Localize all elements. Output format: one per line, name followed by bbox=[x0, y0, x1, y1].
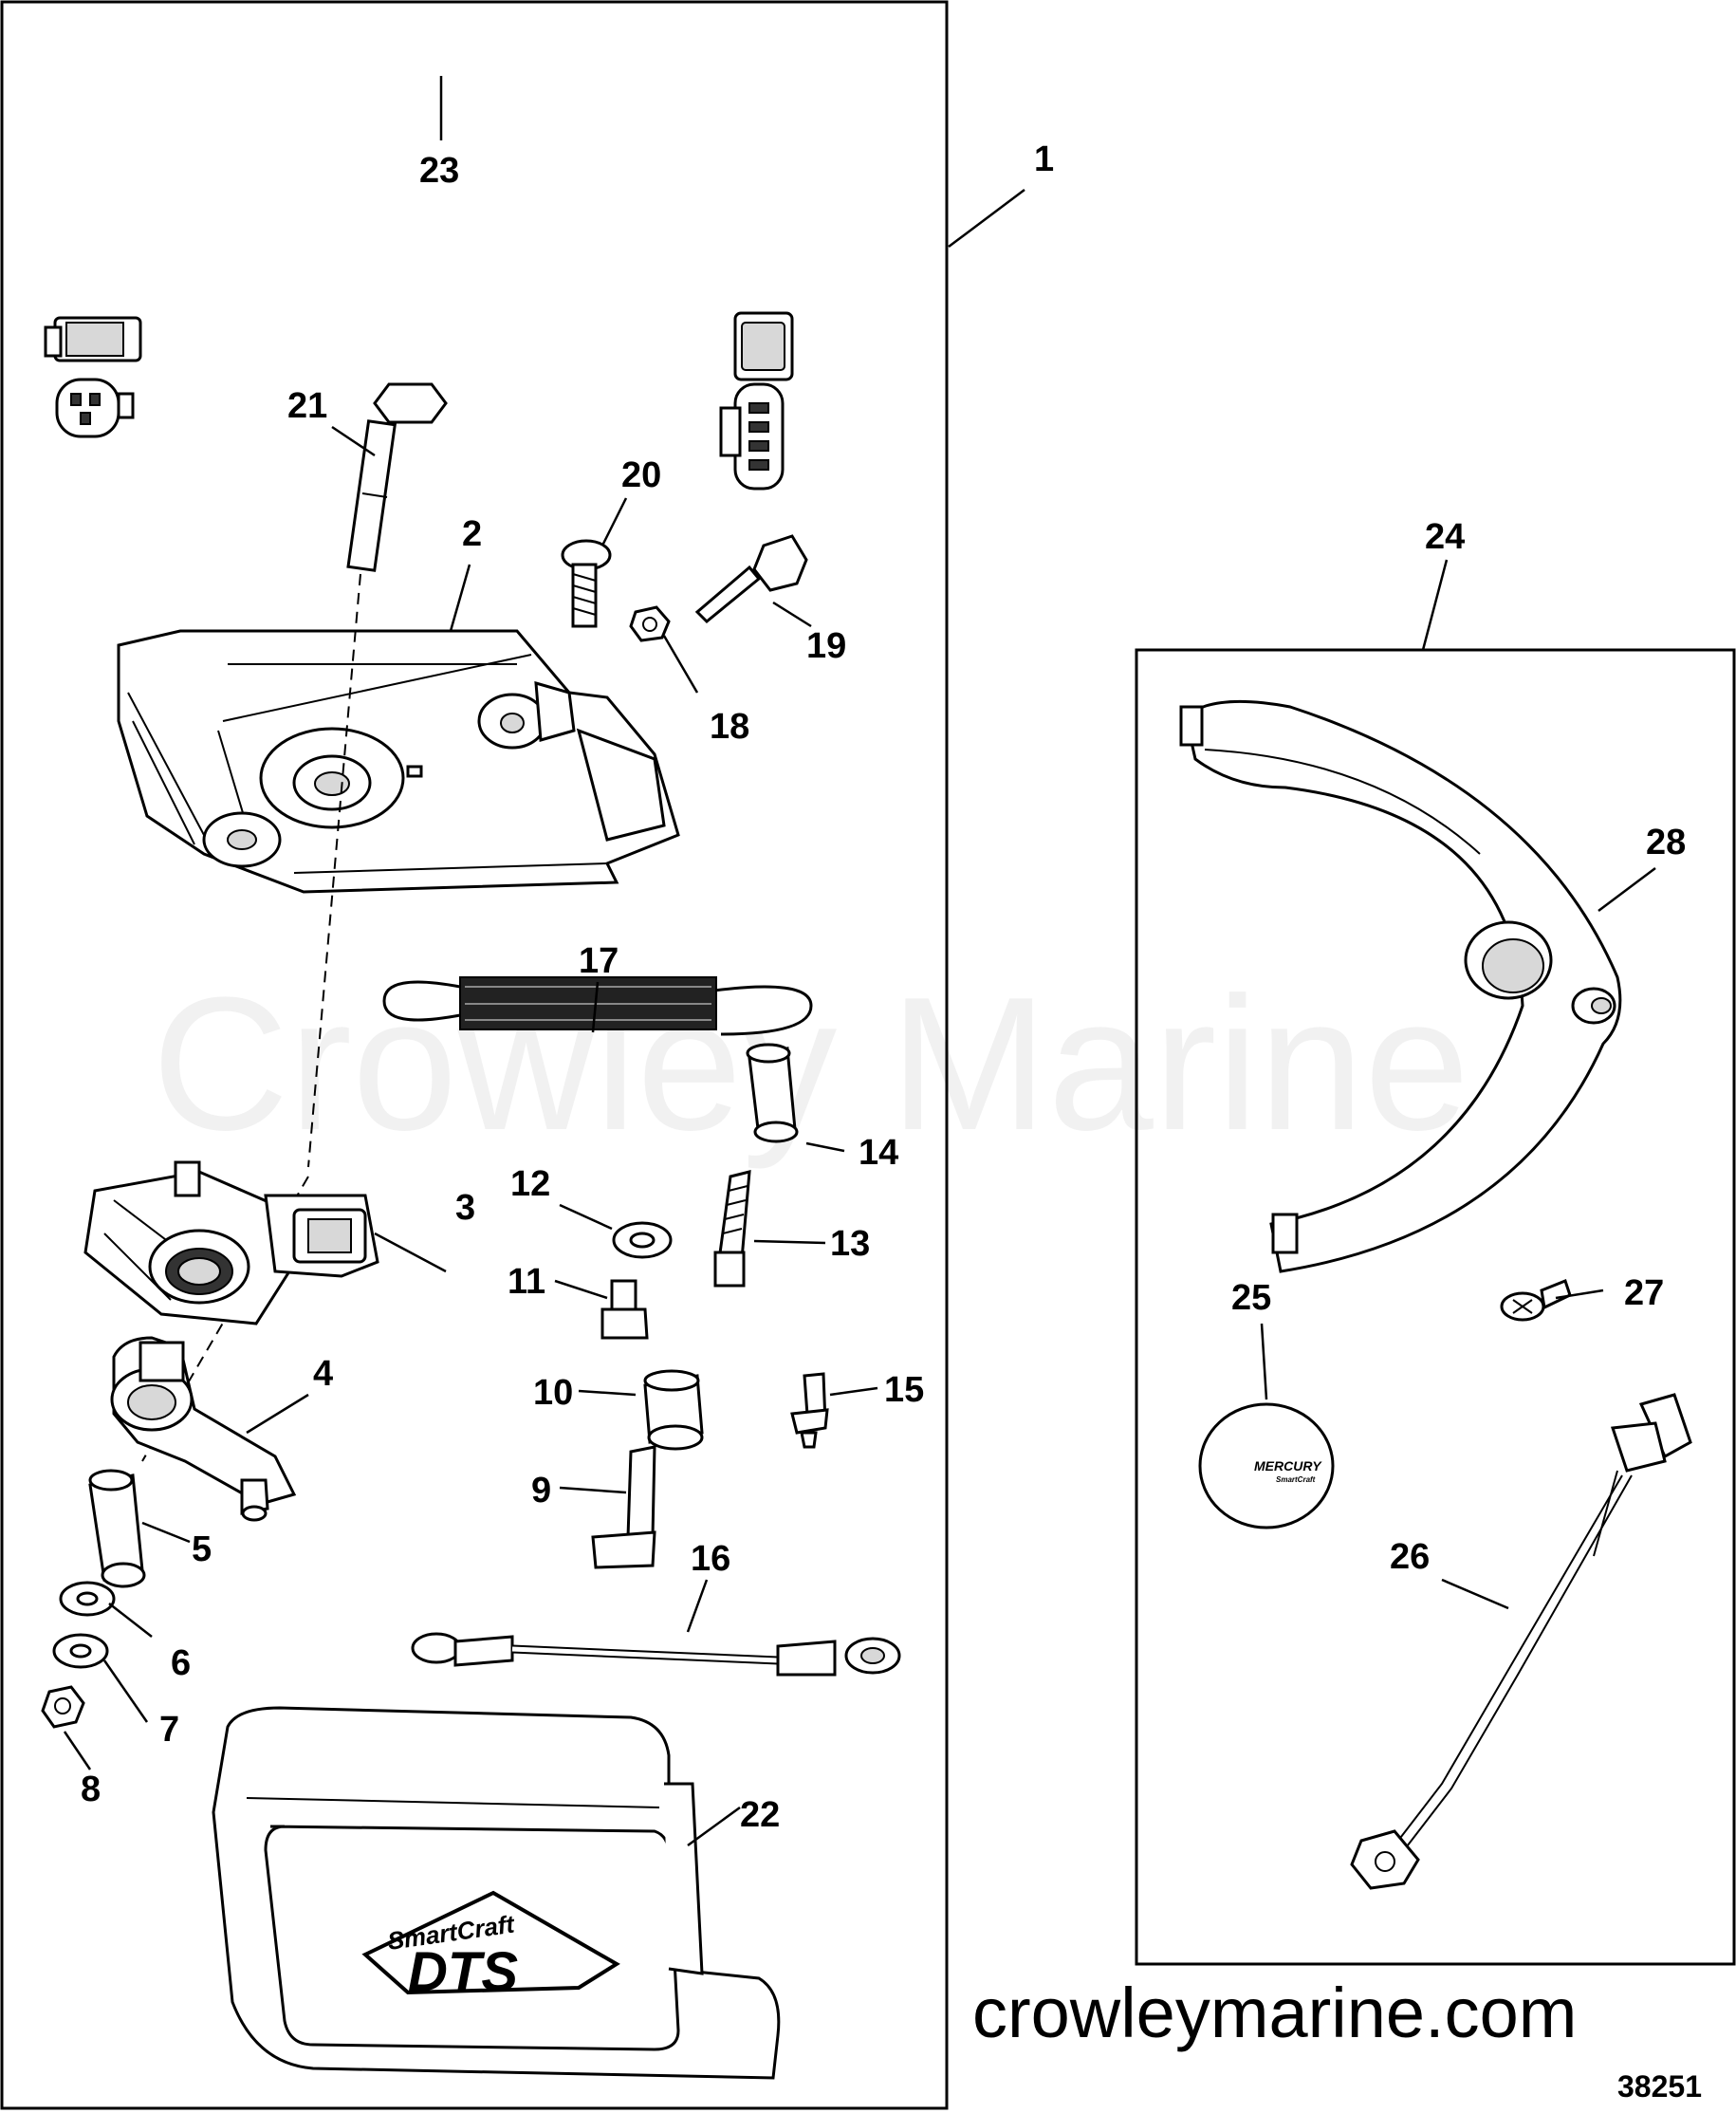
dts-logo: SmartCraft DTS bbox=[361, 1890, 620, 2003]
part-8-nut bbox=[41, 1685, 85, 1729]
callout-18: 18 bbox=[710, 707, 749, 747]
part-18-nut bbox=[629, 605, 671, 642]
dts-logo-text: DTS bbox=[408, 1941, 518, 2003]
callout-16: 16 bbox=[691, 1539, 730, 1579]
part-9-bolt bbox=[591, 1445, 656, 1569]
part-10-spacer bbox=[643, 1369, 704, 1451]
assembly-frame-1 bbox=[0, 0, 949, 2110]
callout-24: 24 bbox=[1425, 517, 1465, 557]
callout-5: 5 bbox=[192, 1529, 212, 1569]
callout-28: 28 bbox=[1646, 823, 1686, 862]
part-21-bolt bbox=[346, 382, 448, 572]
callout-14: 14 bbox=[859, 1133, 898, 1173]
callout-1: 1 bbox=[1034, 139, 1054, 179]
callout-10: 10 bbox=[533, 1373, 573, 1413]
part-20-screw bbox=[561, 539, 612, 628]
part-19-bolt bbox=[694, 534, 808, 624]
mercury-brand-text: MERCURY bbox=[1254, 1458, 1322, 1474]
part-26-sensor-harness bbox=[1350, 1393, 1692, 1890]
callout-19: 19 bbox=[806, 626, 846, 666]
part-28-handle-cover bbox=[1179, 699, 1622, 1273]
part-17-spring bbox=[382, 976, 813, 1036]
callout-labels: 1 2 3 4 5 6 7 8 9 10 11 12 13 14 15 16 1… bbox=[81, 139, 1686, 1835]
part-2-mounting-plate bbox=[117, 629, 680, 894]
part-27-screw bbox=[1500, 1279, 1572, 1322]
part-16-cable bbox=[411, 1632, 901, 1677]
part-14-bushing bbox=[746, 1043, 799, 1143]
callout-9: 9 bbox=[531, 1471, 551, 1511]
part-11-bolt bbox=[600, 1279, 649, 1340]
callout-17: 17 bbox=[579, 941, 619, 981]
callout-4: 4 bbox=[313, 1354, 333, 1394]
figure-number: 38251 bbox=[1617, 2069, 1702, 2104]
part-22-dts-cover: SmartCraft DTS bbox=[212, 1706, 781, 2080]
part-13-stud bbox=[713, 1170, 751, 1288]
callout-27: 27 bbox=[1624, 1273, 1664, 1313]
site-url: crowleymarine.com bbox=[972, 1974, 1577, 2052]
callout-6: 6 bbox=[171, 1643, 191, 1683]
callout-3: 3 bbox=[455, 1188, 475, 1228]
mercury-sub-text: SmartCraft bbox=[1276, 1475, 1316, 1484]
callout-7: 7 bbox=[159, 1710, 179, 1750]
part-4-lever-arm bbox=[110, 1336, 297, 1522]
callout-20: 20 bbox=[621, 455, 661, 495]
callout-25: 25 bbox=[1231, 1278, 1271, 1318]
callout-12: 12 bbox=[510, 1164, 550, 1204]
callout-23: 23 bbox=[419, 151, 459, 191]
part-3-sensor bbox=[83, 1160, 379, 1325]
assembly-axis-line bbox=[307, 573, 361, 1168]
callout-26: 26 bbox=[1390, 1537, 1430, 1577]
callout-2: 2 bbox=[462, 514, 482, 554]
leader-lines bbox=[63, 76, 1656, 1847]
part-6-washer bbox=[59, 1581, 116, 1617]
callout-8: 8 bbox=[81, 1770, 101, 1809]
part-7-washer bbox=[52, 1633, 109, 1669]
part-23-harness bbox=[44, 48, 794, 491]
kit-frame-24 bbox=[1135, 648, 1736, 1966]
callout-13: 13 bbox=[830, 1224, 870, 1264]
part-5-spacer bbox=[88, 1469, 146, 1588]
callout-21: 21 bbox=[287, 386, 327, 426]
callout-15: 15 bbox=[884, 1370, 924, 1410]
part-12-washer bbox=[612, 1221, 673, 1259]
part-25-mercury-decal: MERCURY SmartCraft bbox=[1198, 1402, 1335, 1529]
callout-11: 11 bbox=[508, 1262, 545, 1302]
watermark-text: Crowley Marine bbox=[152, 958, 1469, 1170]
callout-22: 22 bbox=[740, 1795, 780, 1835]
part-15-pin bbox=[790, 1372, 829, 1449]
